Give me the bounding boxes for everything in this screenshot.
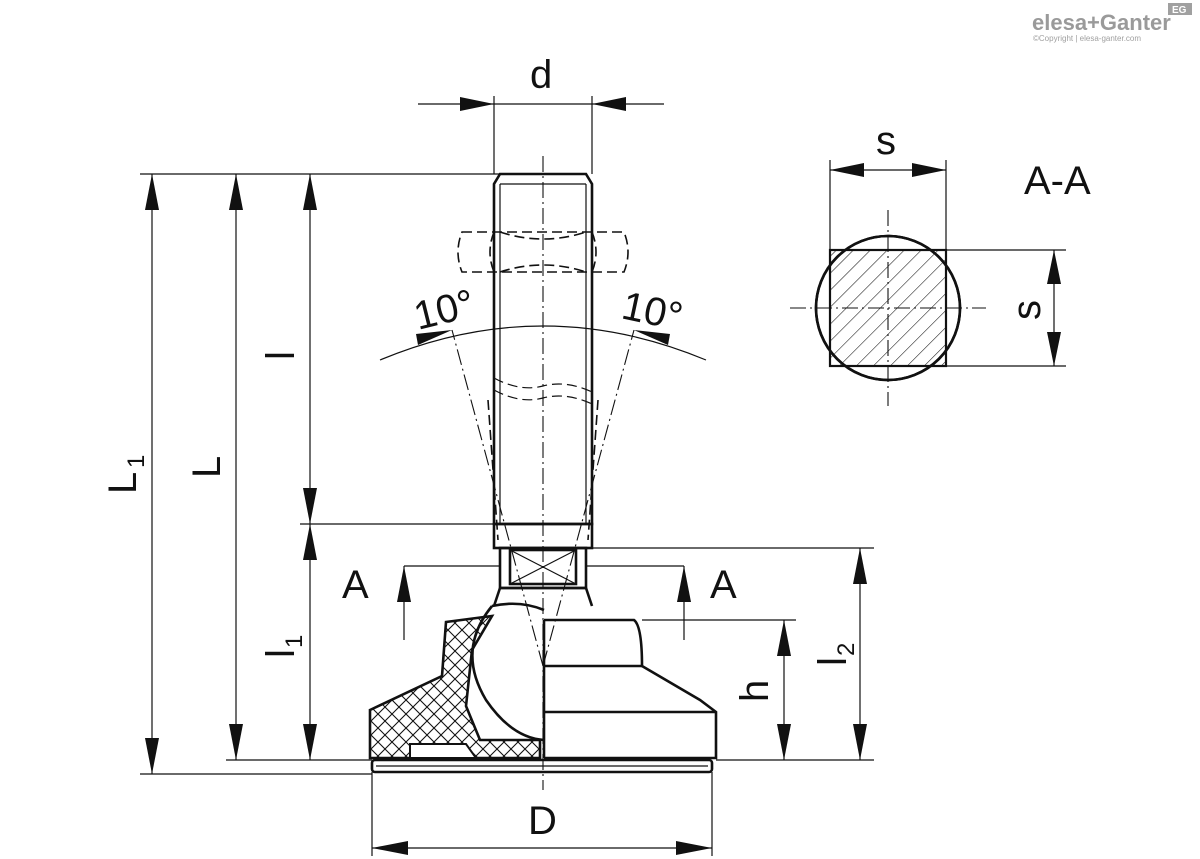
section-marker-left	[397, 565, 500, 640]
dim-l1	[303, 524, 317, 760]
label-l1: l 1	[259, 635, 308, 658]
label-L: L	[185, 456, 229, 478]
label-l: l	[259, 351, 303, 360]
dim-l2	[592, 547, 874, 761]
hex-nut-hidden	[457, 231, 629, 273]
label-l1-sub: 1	[281, 635, 308, 648]
label-angle-right: 10°	[618, 284, 686, 340]
label-l2-main: l	[811, 657, 855, 666]
label-D: D	[528, 799, 557, 843]
dim-l	[303, 174, 317, 524]
brand-logo: elesa+Ganter ©Copyright | elesa-ganter.c…	[1032, 3, 1192, 43]
dim-L1	[145, 174, 159, 774]
label-l1-main: l	[259, 649, 303, 658]
dim-D	[371, 772, 713, 856]
label-A-left: A	[342, 563, 369, 607]
label-l2-sub: 2	[833, 643, 860, 656]
label-l2: l 2	[811, 643, 860, 666]
label-h: h	[733, 680, 777, 702]
logo-text: elesa+Ganter	[1032, 10, 1171, 35]
section-a-a	[790, 160, 1066, 406]
label-L1-main: L	[101, 472, 145, 494]
label-L1-sub: 1	[123, 455, 150, 468]
dim-L	[229, 174, 243, 760]
section-marker-right	[586, 565, 691, 640]
label-s-top: s	[876, 119, 896, 163]
logo-badge-icon	[1168, 3, 1192, 15]
label-section: A-A	[1024, 159, 1091, 203]
base-foot	[368, 602, 718, 774]
label-d: d	[530, 53, 552, 97]
dim-d	[418, 96, 664, 174]
logo-badge-text: EG	[1172, 5, 1187, 16]
label-s-side: s	[1005, 300, 1049, 320]
label-L1: L 1	[101, 455, 150, 494]
label-angle-left: 10°	[410, 281, 479, 338]
label-A-right: A	[710, 563, 737, 607]
copyright-text: ©Copyright | elesa-ganter.com	[1033, 34, 1141, 43]
dim-h	[642, 619, 796, 760]
